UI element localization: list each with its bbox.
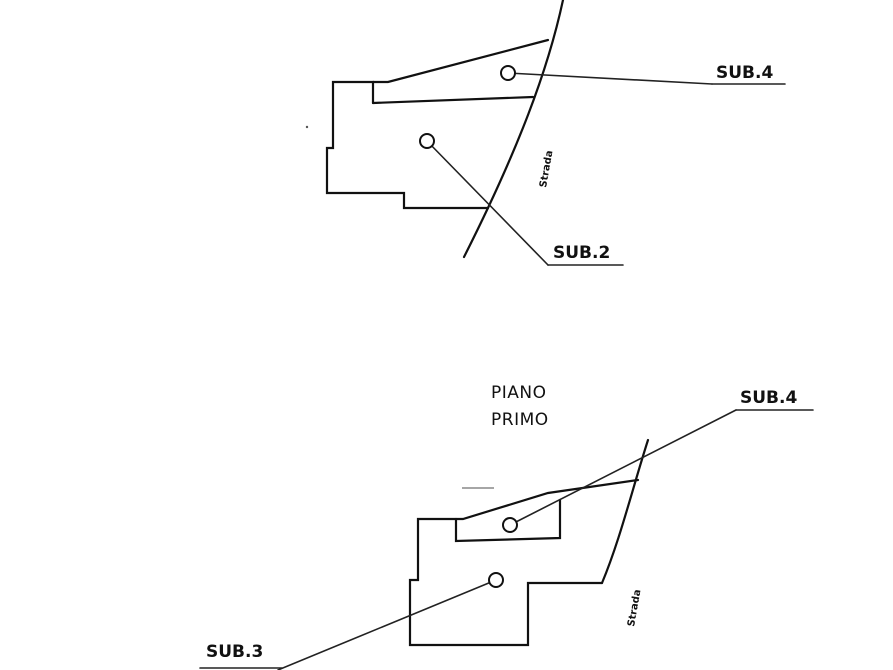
first-floor-sub4-box — [454, 498, 562, 543]
first-floor-building-outline — [408, 478, 640, 647]
first-floor-title-line-1: PIANO — [491, 383, 547, 403]
ground-floor-sub4-marker — [500, 65, 516, 81]
first-floor-sub3-marker — [488, 572, 504, 588]
ground-floor-sub2-marker — [419, 133, 435, 149]
ground-floor-sub2-label: SUB.2 — [553, 243, 610, 263]
first-floor-sub4-marker — [502, 517, 518, 533]
first-floor-sub4-label: SUB.4 — [740, 388, 797, 408]
first-floor-road-label: Strada — [626, 589, 643, 628]
ground-floor-sub4-leader — [507, 72, 713, 85]
ground-floor-sub4-boundary-bottom — [371, 95, 535, 105]
ground-floor-sub4-boundary-top — [371, 38, 550, 84]
scan-artefacts — [305, 125, 494, 489]
first-floor-title-line-2: PRIMO — [491, 410, 549, 430]
first-floor-road-boundary — [600, 438, 650, 585]
first-floor-sub4-leader — [509, 409, 737, 526]
ground-floor-sub4-label: SUB.4 — [716, 63, 773, 83]
ground-floor-sub2-leader — [426, 140, 549, 266]
ground-floor-road-boundary — [462, 0, 565, 259]
ground-floor-plan: SUB.4 SUB.2 Strada — [325, 0, 786, 266]
ground-floor-building-outline — [325, 80, 490, 210]
first-floor-sub3-leader — [277, 579, 497, 670]
first-floor-sub3-label: SUB.3 — [206, 642, 263, 662]
first-floor-plan: PIANO PRIMO SUB.4 SUB.3 Strada — [199, 383, 814, 670]
ground-floor-road-label: Strada — [538, 150, 555, 189]
